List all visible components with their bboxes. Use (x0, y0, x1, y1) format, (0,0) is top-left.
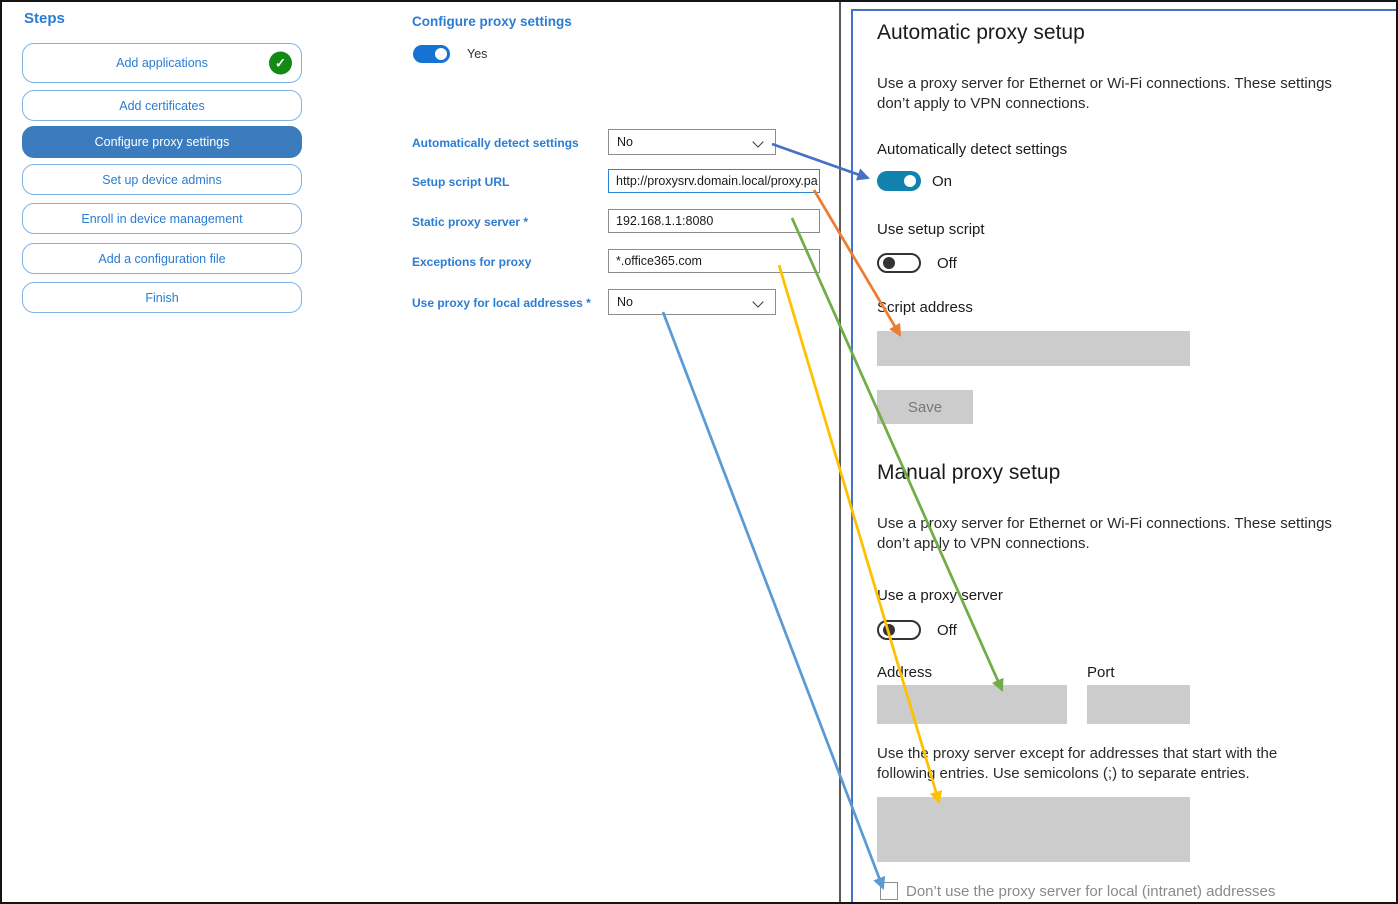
exceptions-for-proxy-input[interactable] (608, 249, 820, 273)
sidebar-item-finish[interactable]: Finish (22, 282, 302, 313)
use-setup-script-state: Off (937, 255, 957, 272)
proxy-exceptions-textarea[interactable] (877, 797, 1190, 862)
local-addresses-checkbox[interactable] (880, 882, 898, 900)
script-address-label: Script address (877, 299, 973, 316)
detect-settings-label: Automatically detect settings (877, 141, 1068, 158)
detect-settings-toggle[interactable] (877, 171, 921, 191)
sidebar-item-enroll-in-device-management[interactable]: Enroll in device management (22, 203, 302, 234)
chevron-down-icon (752, 296, 764, 308)
save-button[interactable]: Save (877, 390, 973, 424)
script-address-input[interactable] (877, 331, 1190, 366)
window-divider (839, 2, 841, 902)
completed-check-icon: ✓ (269, 51, 292, 75)
select-value: No (617, 295, 633, 309)
use-proxy-server-label: Use a proxy server (877, 587, 1003, 604)
use-setup-script-label: Use setup script (877, 221, 985, 238)
arrow-use-proxy-local-addresses (661, 311, 886, 890)
manual-proxy-description: Use a proxy server for Ethernet or Wi-Fi… (877, 515, 1332, 552)
proxy-enabled-toggle-state: Yes (467, 47, 488, 61)
select-value: No (617, 135, 633, 149)
setup-script-url-label: Setup script URL (412, 175, 510, 189)
automatic-proxy-description: Use a proxy server for Ethernet or Wi-Fi… (877, 75, 1332, 112)
port-input[interactable] (1087, 685, 1190, 724)
sidebar-item-set-up-device-admins[interactable]: Set up device admins (22, 164, 302, 195)
use-proxy-local-addresses-select[interactable]: No (608, 289, 776, 315)
use-proxy-server-state: Off (937, 622, 957, 639)
sidebar-title: Steps (24, 10, 65, 27)
toggle-knob (904, 175, 916, 187)
use-setup-script-toggle[interactable] (877, 253, 921, 273)
chevron-down-icon (752, 136, 764, 148)
static-proxy-server-input[interactable] (608, 209, 820, 233)
address-input[interactable] (877, 685, 1067, 724)
automatically-detect-settings-label: Automatically detect settings (412, 136, 579, 150)
exceptions-for-proxy-label: Exceptions for proxy (412, 255, 532, 269)
detect-settings-state: On (932, 173, 953, 190)
step-label: Configure proxy settings (94, 135, 230, 149)
toggle-knob (435, 48, 447, 60)
step-label: Add certificates (119, 98, 205, 113)
form-title: Configure proxy settings (412, 14, 572, 29)
port-label: Port (1087, 664, 1115, 681)
sidebar-item-add-applications[interactable]: Add applications ✓ (22, 43, 302, 83)
local-addresses-checkbox-label: Don’t use the proxy server for local (in… (906, 883, 1276, 900)
automatically-detect-settings-select[interactable]: No (608, 129, 776, 155)
automatic-proxy-setup-title: Automatic proxy setup (877, 21, 1085, 44)
address-label: Address (877, 664, 933, 681)
step-label: Enroll in device management (81, 211, 243, 226)
proxy-enabled-toggle[interactable] (413, 45, 450, 63)
static-proxy-server-label: Static proxy server * (412, 215, 529, 229)
use-proxy-local-addresses-label: Use proxy for local addresses * (412, 296, 591, 310)
sidebar-item-configure-proxy-settings[interactable]: Configure proxy settings (22, 126, 302, 158)
toggle-knob (883, 257, 895, 269)
sidebar-item-add-certificates[interactable]: Add certificates (22, 90, 302, 121)
step-label: Add a configuration file (98, 251, 226, 266)
step-label: Set up device admins (102, 172, 222, 187)
sidebar-item-add-a-configuration-file[interactable]: Add a configuration file (22, 243, 302, 274)
use-proxy-server-toggle[interactable] (877, 620, 921, 640)
setup-script-url-input[interactable] (608, 169, 820, 193)
step-label: Finish (145, 290, 179, 305)
proxy-exceptions-description: Use the proxy server except for addresse… (877, 745, 1278, 782)
step-label: Add applications (116, 56, 208, 70)
toggle-knob (883, 624, 895, 636)
manual-proxy-setup-title: Manual proxy setup (877, 461, 1061, 484)
